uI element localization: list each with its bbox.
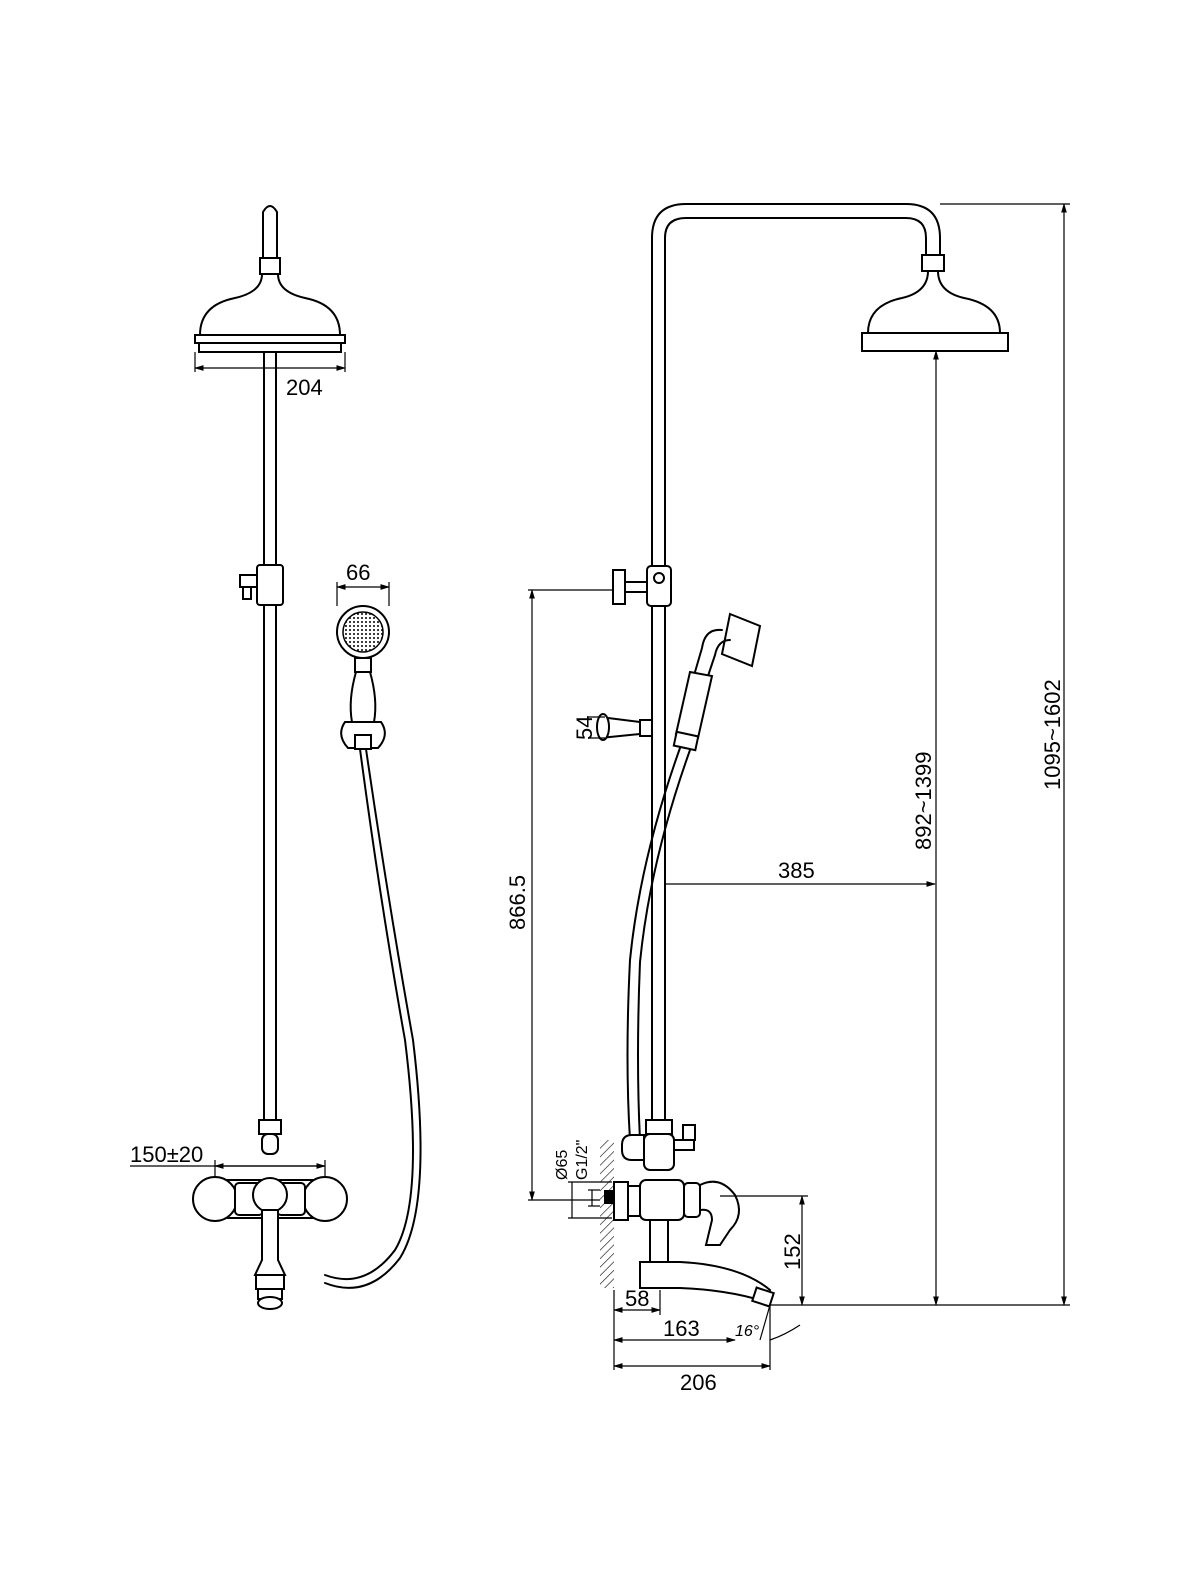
side-lower-nut bbox=[645, 1119, 673, 1135]
front-spout-outlet bbox=[257, 1296, 283, 1310]
side-arm-outer bbox=[664, 217, 927, 1131]
front-dimensions bbox=[130, 352, 390, 1178]
front-left-handle bbox=[192, 1176, 238, 1222]
side-wall-offset-label: 58 bbox=[625, 1286, 649, 1311]
side-total-depth-label: 206 bbox=[680, 1370, 717, 1395]
side-slide-screw bbox=[653, 572, 665, 584]
side-bracket-height-label: 866.5 bbox=[505, 875, 530, 930]
side-hose-connector bbox=[621, 1134, 645, 1161]
side-wall-inlet bbox=[604, 1190, 614, 1204]
side-head-nut bbox=[921, 254, 945, 272]
front-hand-shower-face bbox=[342, 611, 384, 653]
front-diverter bbox=[261, 1133, 279, 1155]
side-diverter-stem bbox=[673, 1139, 695, 1151]
side-spout-reach-label: 163 bbox=[663, 1316, 700, 1341]
side-hose-2 bbox=[637, 749, 691, 1141]
front-hand-neck bbox=[354, 657, 372, 673]
side-soap-height-label: 54 bbox=[572, 716, 597, 740]
side-hand-neck-2 bbox=[707, 639, 731, 677]
side-hose-1 bbox=[626, 747, 681, 1141]
side-shower-head bbox=[866, 270, 1002, 334]
side-outlet-diameter-label: Ø65 bbox=[554, 1150, 571, 1180]
side-hand-ring bbox=[672, 730, 700, 752]
side-slide-bracket bbox=[646, 565, 672, 607]
side-rail-to-head-label: 385 bbox=[778, 858, 815, 883]
side-view: 54 866.5 385 892~1399 1095~1602 Ø65 G1/2… bbox=[505, 203, 1070, 1395]
front-valve-center bbox=[252, 1177, 288, 1213]
side-wall-hatch bbox=[600, 1140, 614, 1288]
side-shower-rim bbox=[861, 332, 1009, 352]
side-diverter-knob bbox=[682, 1124, 696, 1141]
side-valve-body bbox=[639, 1179, 685, 1221]
front-head-nut bbox=[259, 257, 281, 275]
front-shower-face bbox=[198, 342, 342, 353]
front-slide-screw bbox=[242, 586, 252, 600]
side-holder-nut bbox=[639, 719, 653, 737]
front-hose-outer bbox=[324, 748, 422, 1289]
front-top-stub bbox=[262, 205, 278, 259]
front-hose bbox=[324, 748, 414, 1281]
front-shower-rim bbox=[194, 334, 346, 344]
side-hand-neck bbox=[694, 628, 723, 673]
side-holder-cap bbox=[596, 713, 610, 741]
side-spout-tip bbox=[751, 1286, 775, 1308]
side-wall-flange bbox=[612, 569, 626, 605]
side-eccentric bbox=[627, 1185, 641, 1217]
front-spout-ring bbox=[255, 1274, 285, 1290]
front-spout-neck bbox=[253, 1209, 287, 1276]
front-rail bbox=[263, 351, 277, 1121]
front-slide-bracket bbox=[256, 564, 284, 606]
side-diverter-body bbox=[643, 1133, 675, 1171]
side-wall-arm bbox=[621, 581, 648, 593]
side-arm-inner bbox=[651, 203, 941, 1131]
side-thread-label: G1/2" bbox=[574, 1140, 591, 1180]
front-shower-head bbox=[198, 273, 342, 336]
side-valve-handle bbox=[699, 1180, 740, 1246]
side-hand-handle bbox=[674, 670, 714, 740]
front-hose-nut bbox=[354, 734, 372, 750]
side-valve-collar bbox=[683, 1182, 701, 1218]
side-dimensions bbox=[528, 203, 1070, 1370]
front-hand-handle bbox=[349, 671, 377, 723]
front-view: 204 66 150±20 bbox=[130, 205, 422, 1310]
front-right-handle bbox=[302, 1176, 348, 1222]
side-escutcheon bbox=[613, 1181, 629, 1221]
side-spout-neck bbox=[649, 1219, 669, 1263]
front-lower-nut bbox=[258, 1119, 282, 1135]
side-spout-angle-label: 16° bbox=[735, 1323, 760, 1340]
front-hand-width-label: 66 bbox=[346, 560, 370, 585]
side-head-height-label: 892~1399 bbox=[911, 752, 936, 851]
side-spout-height-label: 152 bbox=[780, 1233, 805, 1270]
front-valve-spacing-label: 150±20 bbox=[130, 1142, 203, 1167]
side-total-height-label: 1095~1602 bbox=[1040, 679, 1065, 790]
front-slide-knob bbox=[239, 574, 258, 588]
front-head-width-label: 204 bbox=[286, 375, 323, 400]
